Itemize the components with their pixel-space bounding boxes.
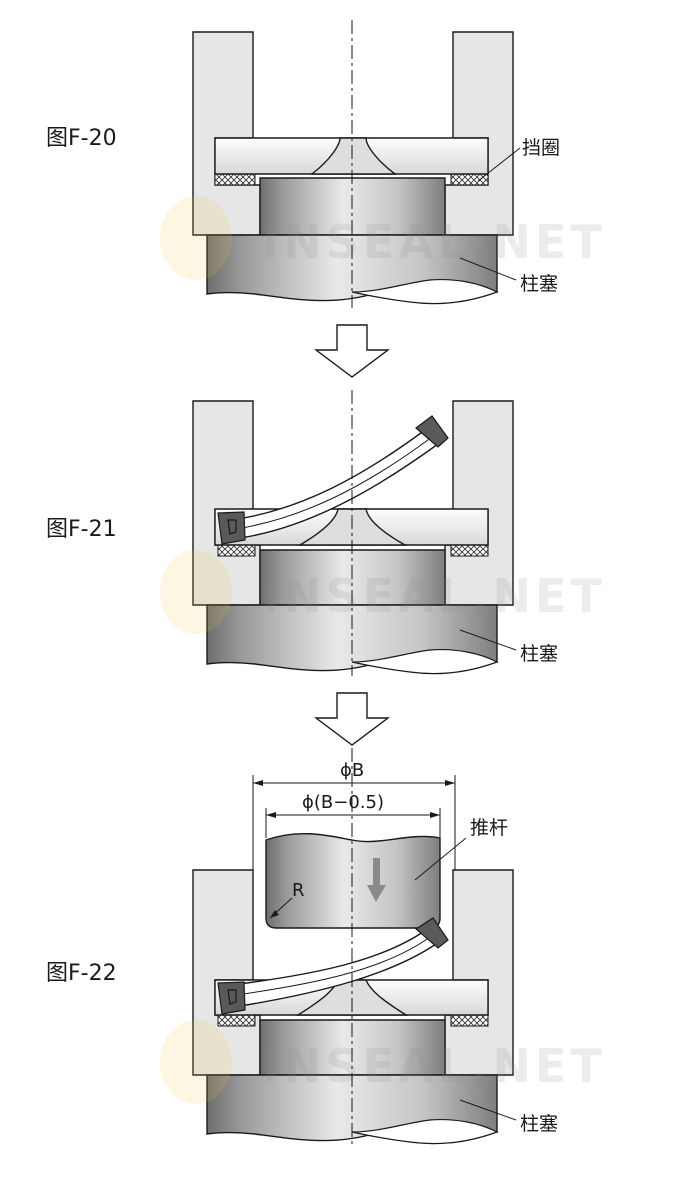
guide-cone	[295, 979, 409, 1016]
push-rod	[265, 832, 441, 929]
callout-push-rod: 推杆	[470, 817, 508, 839]
seal-lip-left	[217, 511, 246, 545]
leader-push-rod	[414, 837, 467, 881]
down-arrow-2	[313, 692, 391, 746]
down-arrow-1	[313, 324, 391, 378]
leader-backup-ring	[477, 147, 521, 182]
figure-label-f21: 图F-21	[46, 517, 117, 542]
leader-plunger	[459, 629, 517, 651]
backup-ring-right	[450, 173, 489, 186]
guide-cone	[309, 137, 398, 175]
backup-ring-left	[214, 173, 256, 186]
figure-label-f20: 图F-20	[46, 126, 117, 151]
backup-ring-left	[217, 544, 256, 557]
figure-f22: ϕB ϕ(B−0.5) R 推杆 INSEAL.NET 柱塞	[46, 748, 606, 1146]
plunger-shaft-edge	[351, 648, 499, 675]
plunger-shaft-edge	[351, 1118, 499, 1145]
leader-plunger	[459, 1099, 517, 1121]
radius-label: R	[292, 880, 305, 901]
figure-f21: INSEAL.NET 柱塞 图F-21	[46, 390, 606, 676]
backup-ring-left	[217, 1014, 256, 1027]
figure-f20: INSEAL.NET 挡圈 柱塞 图F-20	[46, 20, 606, 308]
seal-lip-right	[415, 415, 449, 448]
watermark-3: INSEAL.NET	[262, 1039, 606, 1093]
callout-plunger: 柱塞	[520, 1113, 558, 1135]
push-direction-arrow	[367, 858, 386, 902]
callout-plunger: 柱塞	[520, 643, 558, 665]
seal-lip-right	[415, 917, 449, 949]
tilted-seal-inner	[235, 436, 433, 530]
dim-outer-label: ϕB	[340, 760, 364, 781]
dim-inner-label: ϕ(B−0.5)	[302, 792, 384, 813]
housing-right	[444, 31, 514, 236]
watermark-2: INSEAL.NET	[262, 569, 606, 623]
backup-ring-right	[450, 1014, 489, 1027]
watermark-1: INSEAL.NET	[262, 215, 606, 269]
figure-label-f22: 图F-22	[46, 961, 117, 986]
plunger-shaft-edge	[351, 278, 499, 305]
seal-lip-left	[217, 981, 246, 1015]
backup-ring-right	[450, 544, 489, 557]
callout-plunger: 柱塞	[520, 273, 558, 295]
tilted-seal-inner	[235, 936, 431, 996]
leader-plunger	[459, 257, 517, 281]
callout-backup-ring: 挡圈	[522, 137, 560, 159]
